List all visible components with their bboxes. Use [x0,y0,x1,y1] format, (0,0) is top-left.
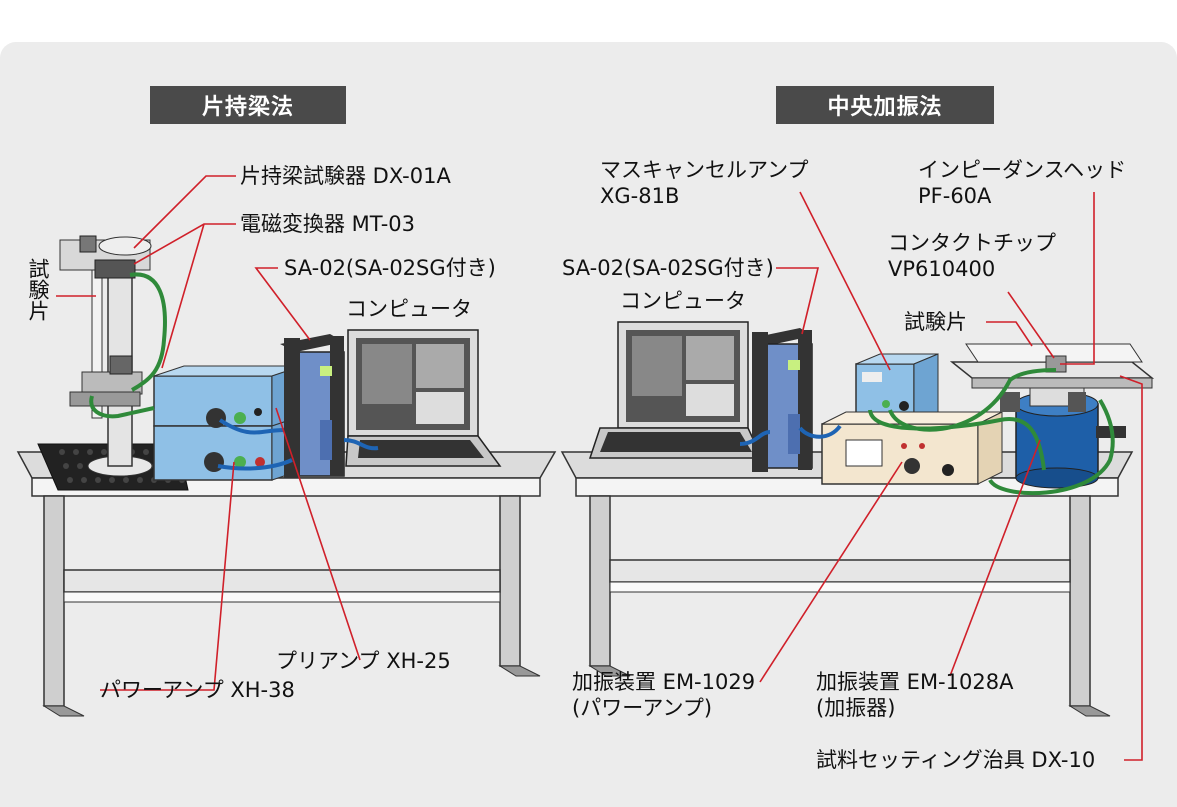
label-exciter-1028a-line2: (加振器) [816,696,896,720]
label-exciter-1029-line1: 加振装置 EM-1029 [572,670,756,694]
label-sa02-left: SA-02(SA-02SG付き) [284,256,496,280]
sa02-right-device [752,328,813,472]
exciter-em1029 [821,411,1003,485]
label-em-transducer: 電磁変換器 MT-03 [240,212,415,236]
label-impedance-line1: インピーダンスヘッド [918,158,1127,182]
label-mass-cancel-line1: マスキャンセルアンプ [600,158,809,182]
label-specimen-right: 試験片 [904,310,967,334]
label-specimen-left-text: 試験片 [26,258,50,321]
section-title-center-excitation: 中央加振法 [776,86,994,124]
label-exciter-1028a-line1: 加振装置 EM-1028A [816,670,1014,694]
fixture-dx10 [949,343,1155,389]
sa02-left-device [280,334,345,478]
label-preamp: プリアンプ XH-25 [276,649,451,673]
label-contact-tip-line2: VP610400 [888,257,996,281]
section-title-cantilever: 片持梁法 [150,86,346,124]
label-exciter-1029-line2: (パワーアンプ) [572,696,713,720]
label-contact-tip-line1: コンタクトチップ [888,231,1056,255]
laptop-left [345,329,502,467]
leader-lines [56,175,1143,761]
label-cantilever-tester: 片持梁試験器 DX-01A [240,164,451,188]
label-mass-cancel-line2: XG-81B [600,184,680,208]
cantilever-tester [59,235,153,477]
label-fixture: 試料セッティング治具 DX-10 [816,748,1096,772]
label-computer-left: コンピュータ [346,297,472,321]
laptop-right [588,321,764,459]
exciter-em1028a [1000,381,1126,489]
label-impedance-line2: PF-60A [918,184,992,208]
label-power-amp: パワーアンプ XH-38 [100,678,295,702]
label-specimen-left: 試験片 [26,258,50,321]
label-computer-right: コンピュータ [620,289,746,313]
label-sa02-right: SA-02(SA-02SG付き) [562,256,774,280]
